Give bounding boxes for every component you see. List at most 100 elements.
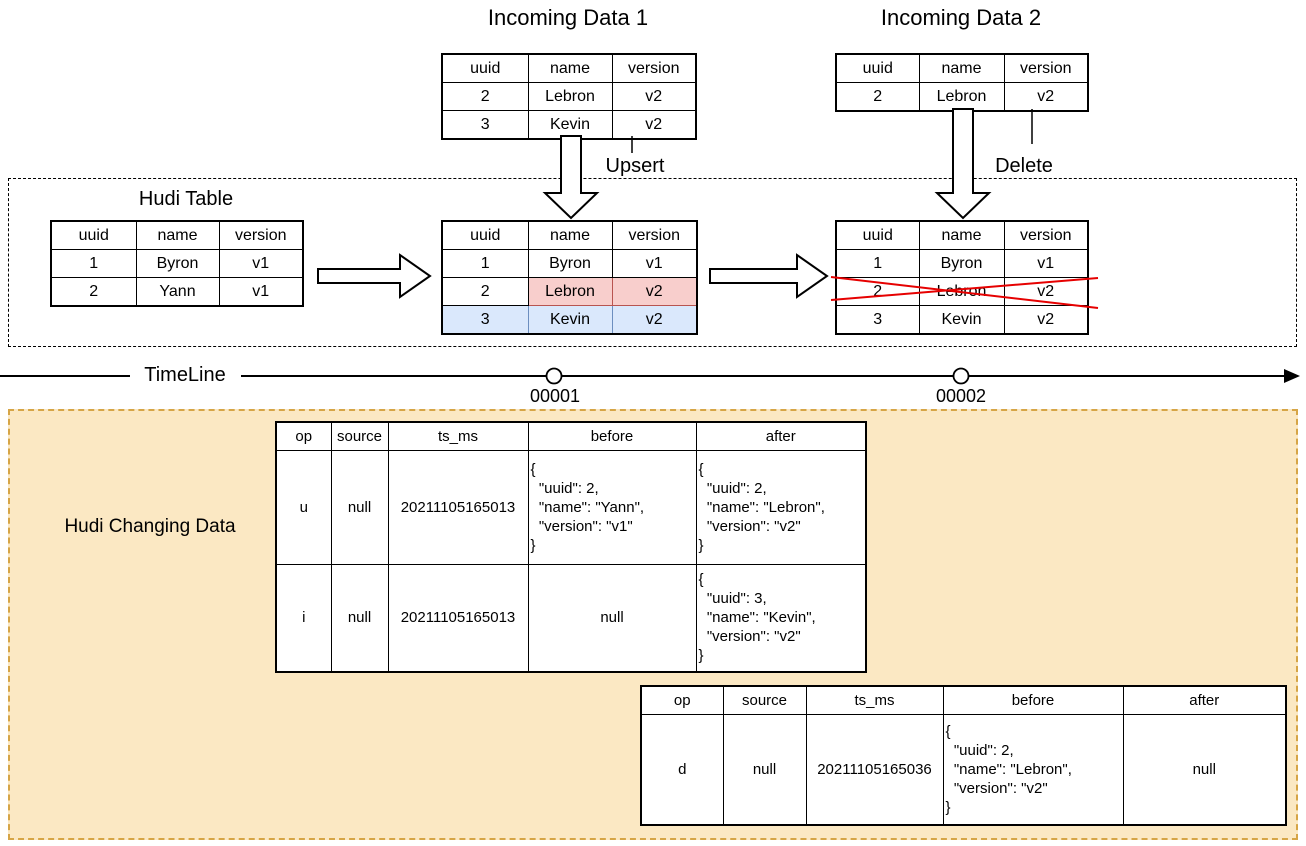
header-cell: version bbox=[1003, 53, 1089, 83]
header-cell: ts_ms bbox=[387, 421, 529, 451]
cdc-table-instant2: op source ts_ms before after d null 2021… bbox=[640, 685, 1287, 826]
data-cell: Byron bbox=[135, 249, 220, 278]
data-cell: Yann bbox=[135, 277, 220, 307]
cdc-row-insert: i null 20211105165013 null { "uuid": 3, … bbox=[275, 564, 867, 672]
data-cell: v1 bbox=[1003, 249, 1089, 278]
hudi-table-region-box bbox=[8, 178, 1297, 347]
data-cell: Kevin bbox=[527, 110, 613, 140]
header-cell: name bbox=[918, 220, 1005, 250]
timeline-label: TimeLine bbox=[144, 364, 226, 386]
hudi-table-label: Hudi Table bbox=[138, 188, 234, 210]
data-cell: v2 bbox=[611, 82, 697, 111]
incoming-data-1-title: Incoming Data 1 bbox=[487, 5, 649, 30]
header-cell: after bbox=[1122, 685, 1287, 715]
header-cell: version bbox=[611, 53, 697, 83]
data-cell: Lebron bbox=[918, 82, 1005, 112]
cdc-row-delete: d null 20211105165036 { "uuid": 2, "name… bbox=[640, 714, 1287, 825]
inserted-row: 3 Kevin v2 bbox=[441, 305, 698, 335]
data-cell: Byron bbox=[527, 249, 613, 278]
data-cell: v2 bbox=[1003, 82, 1089, 112]
table-row: 3 Kevin v2 bbox=[835, 305, 1089, 335]
op-cell: u bbox=[275, 450, 332, 565]
data-cell: Byron bbox=[918, 249, 1005, 278]
header-cell: name bbox=[527, 220, 613, 250]
header-cell: uuid bbox=[50, 220, 137, 250]
hudi-after-upsert-table: uuid name version 1 Byron v1 2 Lebron v2… bbox=[441, 220, 698, 335]
timeline-instant-1-marker bbox=[545, 367, 563, 385]
incoming-data-2-title: Incoming Data 2 bbox=[880, 5, 1042, 30]
ts-cell: 20211105165013 bbox=[387, 564, 529, 672]
header-cell: name bbox=[527, 53, 613, 83]
data-cell: 2 bbox=[835, 277, 920, 306]
table-header-row: op source ts_ms before after bbox=[275, 421, 867, 451]
ts-cell: 20211105165036 bbox=[805, 714, 944, 825]
before-cell: null bbox=[527, 564, 697, 672]
header-cell: source bbox=[330, 421, 389, 451]
ts-cell: 20211105165013 bbox=[387, 450, 529, 565]
data-cell: v2 bbox=[1003, 277, 1089, 306]
op-cell: i bbox=[275, 564, 332, 672]
header-cell: version bbox=[218, 220, 304, 250]
data-cell: 1 bbox=[441, 249, 529, 278]
timeline-instant-1-label: 00001 bbox=[529, 386, 581, 406]
header-cell: uuid bbox=[835, 220, 920, 250]
data-cell: Lebron bbox=[527, 82, 613, 111]
table-row: 2 Lebron v2 bbox=[835, 82, 1089, 112]
incoming-data-1-table: uuid name version 2 Lebron v2 3 Kevin v2 bbox=[441, 53, 697, 140]
after-cell: { "uuid": 2, "name": "Lebron", "version"… bbox=[695, 450, 867, 565]
table-row: 1 Byron v1 bbox=[441, 249, 698, 278]
inserted-cell: v2 bbox=[611, 305, 698, 335]
hudi-initial-table: uuid name version 1 Byron v1 2 Yann v1 bbox=[50, 220, 304, 307]
hudi-after-delete-table: uuid name version 1 Byron v1 2 Lebron v2… bbox=[835, 220, 1089, 335]
data-cell: 2 bbox=[441, 82, 529, 111]
source-cell: null bbox=[330, 564, 389, 672]
data-cell: v2 bbox=[611, 110, 697, 140]
source-cell: null bbox=[330, 450, 389, 565]
table-header-row: uuid name version bbox=[835, 53, 1089, 83]
table-header-row: uuid name version bbox=[441, 220, 698, 250]
header-cell: ts_ms bbox=[805, 685, 944, 715]
before-cell: { "uuid": 2, "name": "Lebron", "version"… bbox=[942, 714, 1124, 825]
op-cell: d bbox=[640, 714, 724, 825]
table-header-row: uuid name version bbox=[50, 220, 304, 250]
data-cell: 2 bbox=[441, 277, 529, 306]
header-cell: uuid bbox=[835, 53, 920, 83]
table-row: 2 Yann v1 bbox=[50, 277, 304, 307]
data-cell: 3 bbox=[441, 110, 529, 140]
header-cell: uuid bbox=[441, 220, 529, 250]
header-cell: before bbox=[527, 421, 697, 451]
table-header-row: op source ts_ms before after bbox=[640, 685, 1287, 715]
table-row: 3 Kevin v2 bbox=[441, 110, 697, 140]
data-cell: 2 bbox=[50, 277, 137, 307]
inserted-cell: 3 bbox=[441, 305, 529, 335]
table-row: 2 Lebron v2 bbox=[441, 82, 697, 111]
header-cell: op bbox=[275, 421, 332, 451]
table-header-row: uuid name version bbox=[835, 220, 1089, 250]
timeline-arrowhead-icon bbox=[1284, 369, 1300, 383]
data-cell: v1 bbox=[611, 249, 698, 278]
data-cell: v1 bbox=[218, 249, 304, 278]
updated-cell: v2 bbox=[611, 277, 698, 306]
header-cell: uuid bbox=[441, 53, 529, 83]
header-cell: source bbox=[722, 685, 807, 715]
delete-label: Delete bbox=[995, 155, 1053, 177]
inserted-cell: Kevin bbox=[527, 305, 613, 335]
table-row: 1 Byron v1 bbox=[835, 249, 1089, 278]
data-cell: v1 bbox=[218, 277, 304, 307]
after-cell: { "uuid": 3, "name": "Kevin", "version":… bbox=[695, 564, 867, 672]
timeline-instant-2-label: 00002 bbox=[935, 386, 987, 406]
data-cell: 2 bbox=[835, 82, 920, 112]
cdc-table-instant1: op source ts_ms before after u null 2021… bbox=[275, 421, 867, 673]
data-cell: 3 bbox=[835, 305, 920, 335]
after-cell: null bbox=[1122, 714, 1287, 825]
data-cell: Lebron bbox=[918, 277, 1005, 306]
header-cell: op bbox=[640, 685, 724, 715]
before-cell: { "uuid": 2, "name": "Yann", "version": … bbox=[527, 450, 697, 565]
cdc-row-update: u null 20211105165013 { "uuid": 2, "name… bbox=[275, 450, 867, 565]
header-cell: before bbox=[942, 685, 1124, 715]
header-cell: name bbox=[135, 220, 220, 250]
data-cell: 1 bbox=[50, 249, 137, 278]
header-cell: version bbox=[1003, 220, 1089, 250]
deleted-row: 2 Lebron v2 bbox=[835, 277, 1089, 306]
